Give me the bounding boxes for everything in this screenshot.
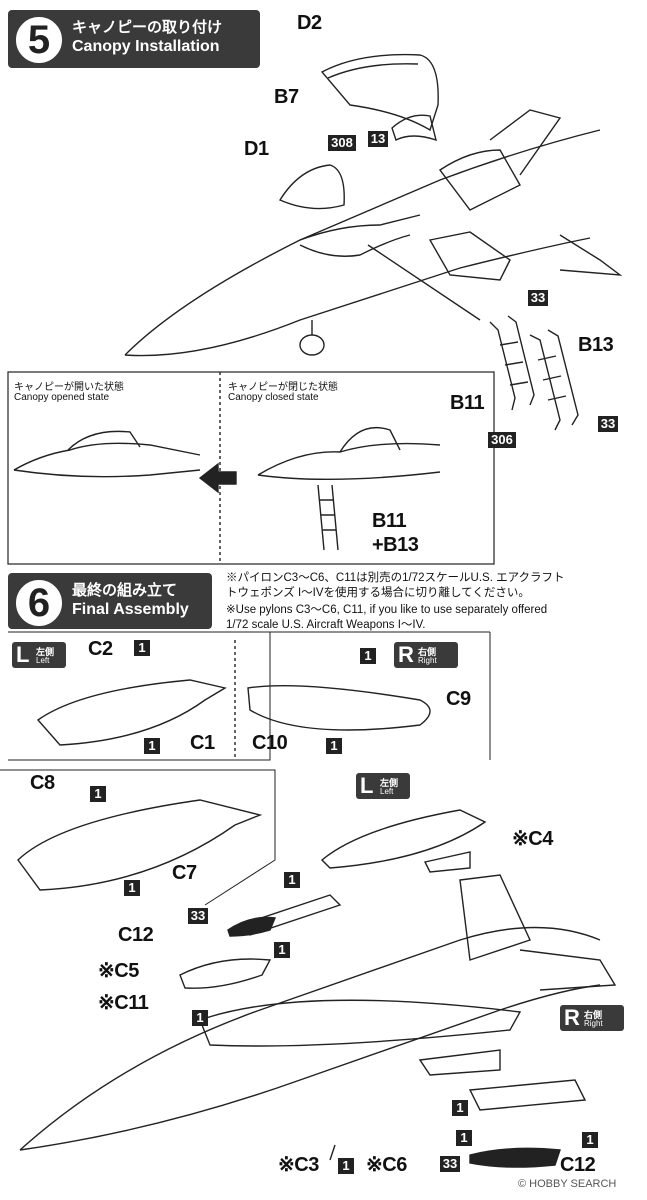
ladder-b11-b13-drawing	[489, 321, 516, 411]
label-c1: C1	[190, 732, 215, 754]
label-b7: B7	[274, 86, 299, 108]
code-1-d: 1	[326, 738, 342, 754]
code-308: 308	[328, 135, 356, 151]
canopy-d1-drawing	[278, 164, 345, 210]
step5-number: 5	[14, 15, 64, 65]
code-1-a: 1	[134, 640, 150, 656]
label-c7: C7	[172, 862, 197, 884]
code-1-k: 1	[582, 1132, 598, 1148]
code-13: 13	[368, 131, 388, 147]
label-plus-b13: +B13	[372, 534, 419, 556]
code-1-i: 1	[192, 1010, 208, 1026]
code-33-bottom: 33	[598, 416, 618, 432]
left-side-badge-main: L 左側 Left	[356, 773, 410, 799]
tank-left-drawing	[320, 809, 487, 869]
canopy-d2-drawing	[320, 53, 439, 132]
step6-note-4: 1/72 scale U.S. Aircraft Weapons I〜IV.	[226, 619, 426, 631]
code-1-j: 1	[452, 1100, 468, 1116]
step5-header: 5 キャノピーの取り付け Canopy Installation	[8, 10, 260, 68]
step5-title-en: Canopy Installation	[72, 38, 220, 55]
code-306: 306	[488, 432, 516, 448]
right-side-badge-main: R 右側 Right	[560, 1005, 624, 1031]
code-33-c: 33	[188, 908, 208, 924]
opened-state-jp: キャノピーが開いた状態	[14, 382, 124, 393]
step6-number: 6	[14, 578, 64, 628]
label-c2: C2	[88, 638, 113, 660]
code-33-top: 33	[528, 290, 548, 306]
code-1-c: 1	[360, 648, 376, 664]
right-side-badge-top: R 右側 Right	[394, 642, 458, 668]
label-c9: C9	[446, 688, 471, 710]
label-b13: B13	[578, 334, 614, 356]
step5-title-jp: キャノピーの取り付け	[72, 19, 223, 36]
label-c8: C8	[30, 772, 55, 794]
left-side-badge-top: L 左側 Left	[12, 642, 66, 668]
closed-state-jp: キャノピーが閉じた状態	[228, 382, 338, 393]
code-1-g: 1	[284, 872, 300, 888]
step6-title-en: Final Assembly	[72, 601, 189, 618]
label-c12-lower: C12	[560, 1154, 596, 1176]
step6-header: 6 最終の組み立て Final Assembly	[8, 573, 212, 629]
label-c10: C10	[252, 732, 288, 754]
label-c11: ※C11	[98, 992, 149, 1014]
label-d1: D1	[244, 138, 269, 160]
label-c6: ※C6	[366, 1154, 407, 1176]
canopy-state-frame	[7, 371, 495, 565]
code-1-f: 1	[124, 880, 140, 896]
label-b11-combined: B11	[372, 510, 407, 532]
step6-note-1: ※パイロンC3〜C6、C11は別売の1/72スケールU.S. エアクラフト	[226, 572, 565, 584]
closed-state-en: Canopy closed state	[228, 392, 319, 403]
code-1-h: 1	[274, 942, 290, 958]
label-c12-upper: C12	[118, 924, 154, 946]
watermark: © HOBBY SEARCH	[518, 1178, 617, 1190]
step6-note-2: トウェポンズ I〜IVを使用する場合に切り離してください。	[226, 587, 530, 599]
step6-note-3: ※Use pylons C3〜C6, C11, if you like to u…	[226, 604, 548, 616]
opened-state-en: Canopy opened state	[14, 392, 110, 403]
code-1-m: 1	[456, 1130, 472, 1146]
label-b11: B11	[450, 392, 485, 414]
code-1-b: 1	[144, 738, 160, 754]
code-1-l: 1	[338, 1158, 354, 1174]
code-1-e: 1	[90, 786, 106, 802]
step6-title-jp: 最終の組み立て	[72, 582, 178, 599]
fuselage-step5-drawing	[124, 129, 601, 356]
tank-c9-c10-drawing	[247, 685, 431, 731]
label-c4: ※C4	[512, 828, 553, 850]
label-d2: D2	[297, 12, 322, 34]
label-c5: ※C5	[98, 960, 139, 982]
tank-c7-c8-drawing	[17, 799, 263, 891]
code-33-d: 33	[440, 1156, 460, 1172]
part-b7-drawing	[391, 114, 437, 142]
final-aircraft-drawing	[19, 926, 601, 1151]
label-c3: ※C3	[278, 1154, 319, 1176]
tank-c1-c2-drawing	[36, 679, 227, 746]
